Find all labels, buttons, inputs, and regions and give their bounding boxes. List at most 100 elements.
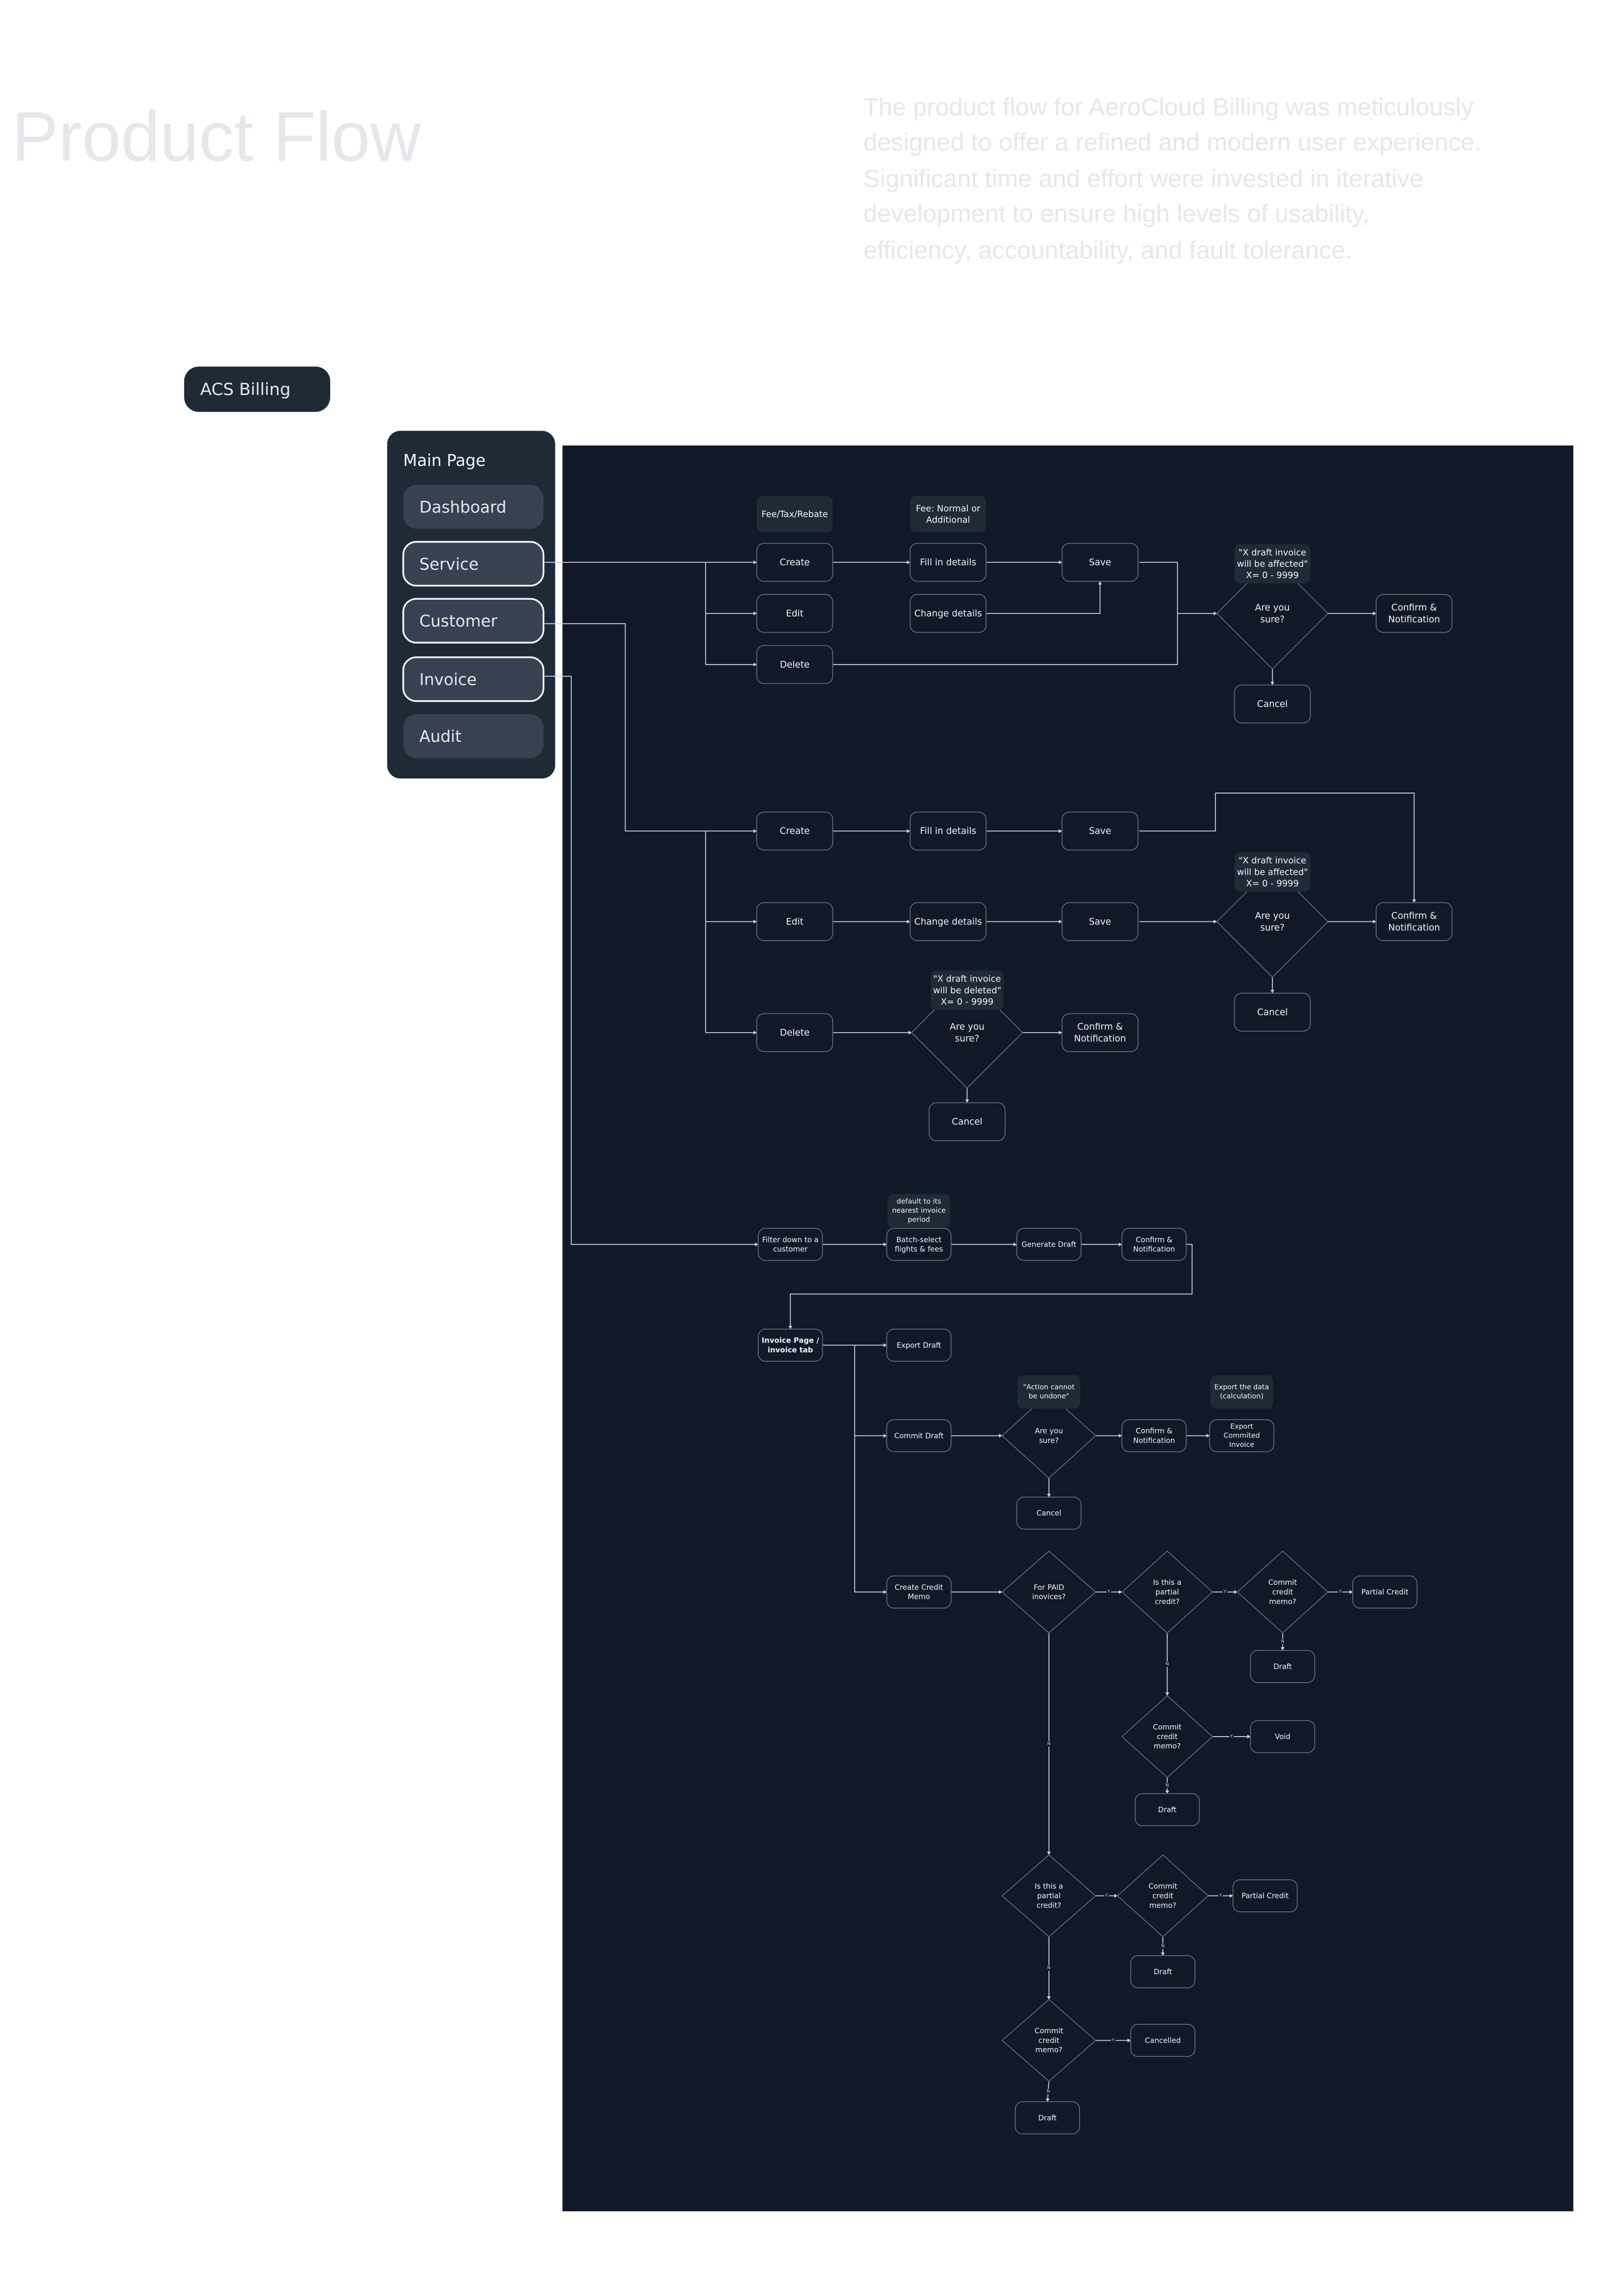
sidebar-item-service[interactable]: Service: [402, 541, 545, 587]
step-svc-save[interactable]: Save: [1061, 543, 1139, 582]
step-cus-confirm[interactable]: Confirm &Notification: [1375, 902, 1453, 941]
node-label-line: Fill in details: [920, 557, 976, 567]
step-cm-partial-credit1[interactable]: Partial Credit: [1352, 1575, 1418, 1609]
step-cm-cancelled[interactable]: Cancelled: [1130, 2023, 1196, 2057]
node-label-line: sure?: [1260, 614, 1284, 624]
node-label-line: will be affected": [1237, 558, 1308, 569]
sidebar-item-audit[interactable]: Audit: [403, 714, 544, 758]
step-svc-confirm[interactable]: Confirm &Notification: [1375, 594, 1453, 633]
step-inv-confirm[interactable]: Confirm &Notification: [1121, 1227, 1187, 1261]
step-svc-edit[interactable]: Edit: [756, 594, 834, 633]
sidebar-item-label: Service: [419, 555, 479, 574]
step-inv-cancel[interactable]: Cancel: [1016, 1497, 1082, 1530]
step-cus-fill[interactable]: Fill in details: [909, 811, 987, 851]
step-cus-del-cancel[interactable]: Cancel: [928, 1102, 1006, 1141]
node-label-line: Fill in details: [920, 826, 976, 836]
step-cus-del-confirm[interactable]: Confirm &Notification: [1061, 1013, 1139, 1052]
step-svc-fill[interactable]: Fill in details: [909, 543, 987, 582]
sidebar-item-dashboard[interactable]: Dashboard: [403, 485, 544, 529]
decision-diamond: [1001, 1999, 1097, 2082]
step-box: [756, 1013, 834, 1052]
step-cus-delete[interactable]: Delete: [756, 1013, 834, 1052]
step-cus-create[interactable]: Create: [756, 811, 834, 851]
arrowhead-icon: [907, 919, 910, 924]
step-cm-partial-credit2[interactable]: Partial Credit: [1232, 1879, 1298, 1913]
step-inv-page[interactable]: Invoice Page /invoice tab: [758, 1328, 823, 1362]
step-inv-confirm2[interactable]: Confirm &Notification: [1121, 1419, 1187, 1452]
step-svc-change[interactable]: Change details: [909, 594, 987, 633]
edge-label-yes: Y: [1219, 1894, 1222, 1898]
sidebar-item-invoice[interactable]: Invoice: [402, 656, 545, 702]
node-label-line: Partial Credit: [1241, 1892, 1289, 1900]
edge-label-bg: [1165, 1661, 1170, 1667]
step-cm-draft4[interactable]: Draft: [1015, 2101, 1080, 2135]
step-cus-edit[interactable]: Edit: [756, 902, 834, 941]
step-cus-cancel[interactable]: Cancel: [1234, 992, 1311, 1032]
step-box: [1016, 1227, 1082, 1261]
connector: [951, 1590, 1002, 1594]
step-svc-delete[interactable]: Delete: [756, 645, 834, 684]
step-inv-commit[interactable]: Commit Draft: [886, 1419, 952, 1452]
step-box: [886, 1419, 952, 1452]
decision-diamond: [1001, 1393, 1097, 1479]
node-label: Generate Draft: [1021, 1240, 1077, 1249]
step-inv-export[interactable]: Export Draft: [886, 1328, 952, 1362]
node-label-line: Export the data: [1214, 1383, 1269, 1391]
step-svc-cancel[interactable]: Cancel: [1234, 684, 1311, 724]
node-label-line: Change details: [914, 608, 982, 618]
step-cm-draft3[interactable]: Draft: [1130, 1955, 1196, 1989]
node-label-line: invoice tab: [768, 1346, 813, 1354]
arrowhead-icon: [907, 829, 910, 833]
arrowhead-icon: [999, 1434, 1002, 1438]
decision-diamond: [1001, 1854, 1097, 1937]
step-cm-draft1[interactable]: Draft: [1250, 1650, 1315, 1683]
step-cus-save1[interactable]: Save: [1061, 811, 1139, 851]
step-cus-save2[interactable]: Save: [1061, 902, 1139, 941]
arrowhead-icon: [883, 1343, 887, 1347]
arrowhead-icon: [908, 1031, 912, 1035]
node-label-line: Cancel: [1257, 699, 1288, 709]
step-box: [1375, 594, 1453, 633]
note-bg: [910, 495, 987, 533]
node-label-line: credit?: [1155, 1597, 1179, 1606]
node-label-line: Additional: [926, 515, 970, 525]
node-label-line: Batch-select: [896, 1235, 942, 1244]
arrowhead-icon: [1118, 1434, 1122, 1438]
node-label-line: credit: [1157, 1732, 1178, 1741]
arrowhead-icon: [965, 1099, 969, 1103]
step-cm-void[interactable]: Void: [1250, 1720, 1315, 1753]
step-inv-gen[interactable]: Generate Draft: [1016, 1227, 1082, 1261]
app-badge[interactable]: ACS Billing: [184, 367, 331, 412]
step-cm-draft2[interactable]: Draft: [1135, 1793, 1200, 1826]
connector: [854, 1434, 887, 1438]
step-svc-create[interactable]: Create: [756, 543, 834, 582]
step-cus-change[interactable]: Change details: [909, 902, 987, 941]
decision-diamond: [1216, 557, 1329, 670]
node-label: Cancel: [1257, 1007, 1288, 1017]
node-label-line: Save: [1089, 826, 1111, 836]
connector: [543, 623, 757, 833]
sidebar-item-customer[interactable]: Customer: [402, 598, 545, 644]
node-label-line: Create: [780, 557, 810, 567]
node-label: Draft: [1154, 1967, 1173, 1976]
